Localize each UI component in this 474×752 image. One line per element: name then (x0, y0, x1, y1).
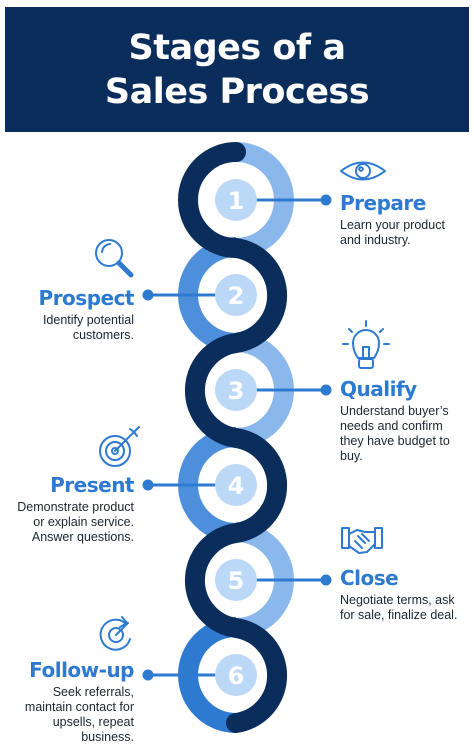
stage-description-5: Negotiate terms, ask for sale, finalize … (340, 593, 458, 622)
connector-dot-4 (142, 479, 154, 491)
handshake-icon (341, 527, 383, 554)
lightbulb-icon (342, 320, 390, 369)
stage-number-6: 6 (228, 662, 245, 690)
stage-circle-1 (215, 179, 257, 221)
stage-circle-3 (215, 369, 257, 411)
connector-dot-2 (142, 289, 154, 301)
stage-number-5: 5 (228, 567, 245, 595)
stage-description-6: Seek referrals, maintain contact for ups… (24, 685, 134, 744)
stage-title-1: Prepare (340, 191, 426, 215)
stage-title-4: Present (50, 473, 134, 497)
stage-circle-5 (215, 559, 257, 601)
stage-circle-2 (215, 274, 257, 316)
title-banner: Stages of a Sales Process (5, 7, 469, 132)
serpentine-ribbon (178, 142, 288, 733)
stage-description-1: Learn your product and industry. (340, 218, 445, 247)
ring-segment-2 (178, 237, 236, 353)
title-line-2: Sales Process (104, 71, 370, 112)
magnifier-icon (95, 239, 134, 278)
stage-description-4: Demonstrate product or explain service. … (17, 500, 134, 544)
stage-title-2: Prospect (38, 286, 135, 310)
ring-segment-5 (236, 522, 294, 638)
ring-segment-3 (236, 332, 294, 448)
stage-title-6: Follow-up (29, 658, 134, 682)
refresh-target-icon (99, 616, 131, 651)
target-icon (99, 426, 140, 467)
stage-number-2: 2 (228, 282, 245, 310)
ring-segment-1 (236, 142, 294, 258)
stage-description-3: Understand buyer’s needs and confirm the… (340, 404, 450, 463)
connector-dot-1 (320, 194, 332, 206)
eye-icon (340, 161, 386, 181)
stage-number-3: 3 (228, 377, 245, 405)
ring-segment-6 (178, 617, 236, 733)
stage-title-3: Qualify (340, 377, 417, 401)
stage-circle-6 (215, 654, 257, 696)
stage-number-1: 1 (228, 187, 245, 215)
title-line-1: Stages of a (128, 27, 346, 68)
stage-description-2: Identify potential customers. (42, 313, 134, 342)
stage-circle-4 (215, 464, 257, 506)
stage-title-5: Close (340, 566, 399, 590)
connector-dot-6 (142, 669, 154, 681)
ring-segment-4 (178, 427, 236, 543)
connector-dot-5 (320, 574, 332, 586)
connector-dot-3 (320, 384, 332, 396)
stage-number-4: 4 (228, 472, 245, 500)
